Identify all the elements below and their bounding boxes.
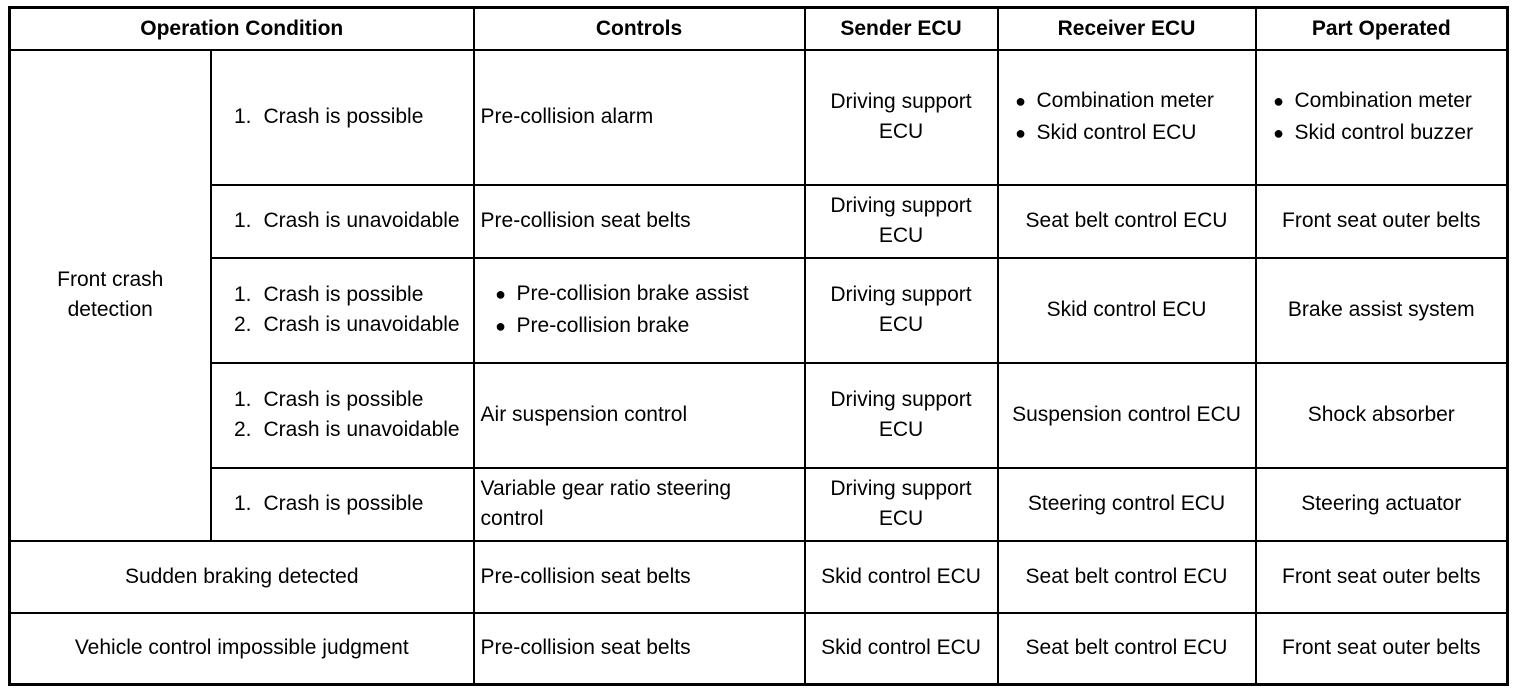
sender-cell: Driving support ECU: [803, 466, 999, 542]
controls-cell: Pre-collision seat belts: [472, 611, 806, 686]
condition-list: 1.Crash is possible: [218, 102, 467, 132]
table-row: 1.Crash is possible Variable gear ratio …: [10, 466, 1509, 542]
bullet-icon: ●: [1015, 91, 1026, 111]
controls-cell: Pre-collision seat belts: [472, 539, 806, 614]
receiver-cell: Seat belt control ECU: [996, 611, 1257, 686]
list-item: 1.Crash is possible: [233, 283, 424, 306]
sender-cell: Skid control ECU: [803, 611, 999, 686]
sender-cell: Driving support ECU: [803, 361, 999, 469]
part-cell: Front seat outer belts: [1254, 611, 1509, 686]
part-cell: Front seat outer belts: [1254, 539, 1509, 614]
list-item: ●Skid control ECU: [1005, 118, 1249, 148]
list-item: ●Combination meter: [1005, 86, 1249, 116]
list-item: 1.Crash is possible: [233, 105, 424, 128]
condition-cell: 1.Crash is possible 2.Crash is unavoidab…: [209, 361, 475, 469]
table-row: Vehicle control impossible judgment Pre-…: [8, 611, 1509, 686]
bullet-icon: ●: [495, 284, 506, 304]
condition-list: 1.Crash is possible 2.Crash is unavoidab…: [218, 280, 467, 340]
condition-cell: 1.Crash is possible: [209, 466, 475, 542]
part-cell: Front seat outer belts: [1254, 183, 1509, 259]
list-item: ●Combination meter: [1263, 86, 1501, 116]
table-row: Front crash detection 1.Crash is possibl…: [8, 48, 1509, 542]
header-controls: Controls: [472, 6, 806, 51]
bullet-icon: ●: [1273, 91, 1284, 111]
operation-table: Operation Condition Controls Sender ECU …: [8, 6, 1510, 686]
controls-cell: Pre-collision seat belts: [472, 183, 806, 259]
receiver-list: ●Combination meter ●Skid control ECU: [1005, 86, 1249, 148]
controls-cell: ●Pre-collision brake assist ●Pre-collisi…: [472, 256, 806, 364]
list-item: 1.Crash is unavoidable: [233, 209, 460, 232]
sender-cell: Driving support ECU: [803, 48, 999, 186]
bullet-icon: ●: [495, 316, 506, 336]
sender-cell: Skid control ECU: [803, 539, 999, 614]
condition-cell: 1.Crash is possible: [209, 48, 475, 186]
vehicle-control-cell: Vehicle control impossible judgment: [8, 611, 475, 686]
controls-list: ●Pre-collision brake assist ●Pre-collisi…: [481, 279, 798, 341]
condition-list: 1.Crash is possible 2.Crash is unavoidab…: [218, 385, 467, 445]
condition-cell: 1.Crash is possible 2.Crash is unavoidab…: [209, 256, 475, 364]
sudden-braking-cell: Sudden braking detected: [8, 539, 475, 614]
table-row: 1.Crash is possible 2.Crash is unavoidab…: [10, 361, 1509, 469]
header-row: Operation Condition Controls Sender ECU …: [8, 6, 1509, 51]
sender-cell: Driving support ECU: [803, 183, 999, 259]
header-sender-ecu: Sender ECU: [803, 6, 999, 51]
receiver-cell: Seat belt control ECU: [996, 539, 1257, 614]
front-crash-label: Front crash detection: [57, 268, 164, 321]
list-item: 1.Crash is possible: [233, 388, 424, 411]
condition-list: 1.Crash is possible: [218, 489, 467, 519]
list-item: 2.Crash is unavoidable: [233, 418, 460, 441]
list-item: 2.Crash is unavoidable: [233, 313, 460, 336]
condition-cell: 1.Crash is unavoidable: [209, 183, 475, 259]
list-item: ●Pre-collision brake assist: [485, 279, 798, 309]
sender-cell: Driving support ECU: [803, 256, 999, 364]
header-receiver-ecu: Receiver ECU: [996, 6, 1257, 51]
table-row: 1.Crash is unavoidable Pre-collision sea…: [10, 183, 1509, 259]
part-list: ●Combination meter ●Skid control buzzer: [1263, 86, 1501, 148]
front-crash-detection-cell: Front crash detection: [8, 48, 212, 542]
bullet-icon: ●: [1273, 123, 1284, 143]
header-operation-condition: Operation Condition: [8, 6, 475, 51]
list-item: 1.Crash is possible: [233, 492, 424, 515]
controls-cell: Pre-collision alarm: [472, 48, 806, 186]
list-item: ●Pre-collision brake: [485, 311, 798, 341]
part-cell: Steering actuator: [1254, 466, 1509, 542]
table-row: Sudden braking detected Pre-collision se…: [8, 539, 1509, 614]
list-item: ●Skid control buzzer: [1263, 118, 1501, 148]
table-row: 1.Crash is possible 2.Crash is unavoidab…: [10, 256, 1509, 364]
receiver-cell: ●Combination meter ●Skid control ECU: [996, 48, 1257, 186]
part-cell: Brake assist system: [1254, 256, 1509, 364]
condition-list: 1.Crash is unavoidable: [218, 206, 467, 236]
header-part-operated: Part Operated: [1254, 6, 1509, 51]
receiver-cell: Suspension control ECU: [996, 361, 1257, 469]
controls-cell: Variable gear ratio steering control: [472, 466, 806, 542]
controls-cell: Air suspension control: [472, 361, 806, 469]
part-cell: ●Combination meter ●Skid control buzzer: [1254, 48, 1509, 186]
part-cell: Shock absorber: [1254, 361, 1509, 469]
receiver-cell: Seat belt control ECU: [996, 183, 1257, 259]
bullet-icon: ●: [1015, 123, 1026, 143]
receiver-cell: Skid control ECU: [996, 256, 1257, 364]
receiver-cell: Steering control ECU: [996, 466, 1257, 542]
